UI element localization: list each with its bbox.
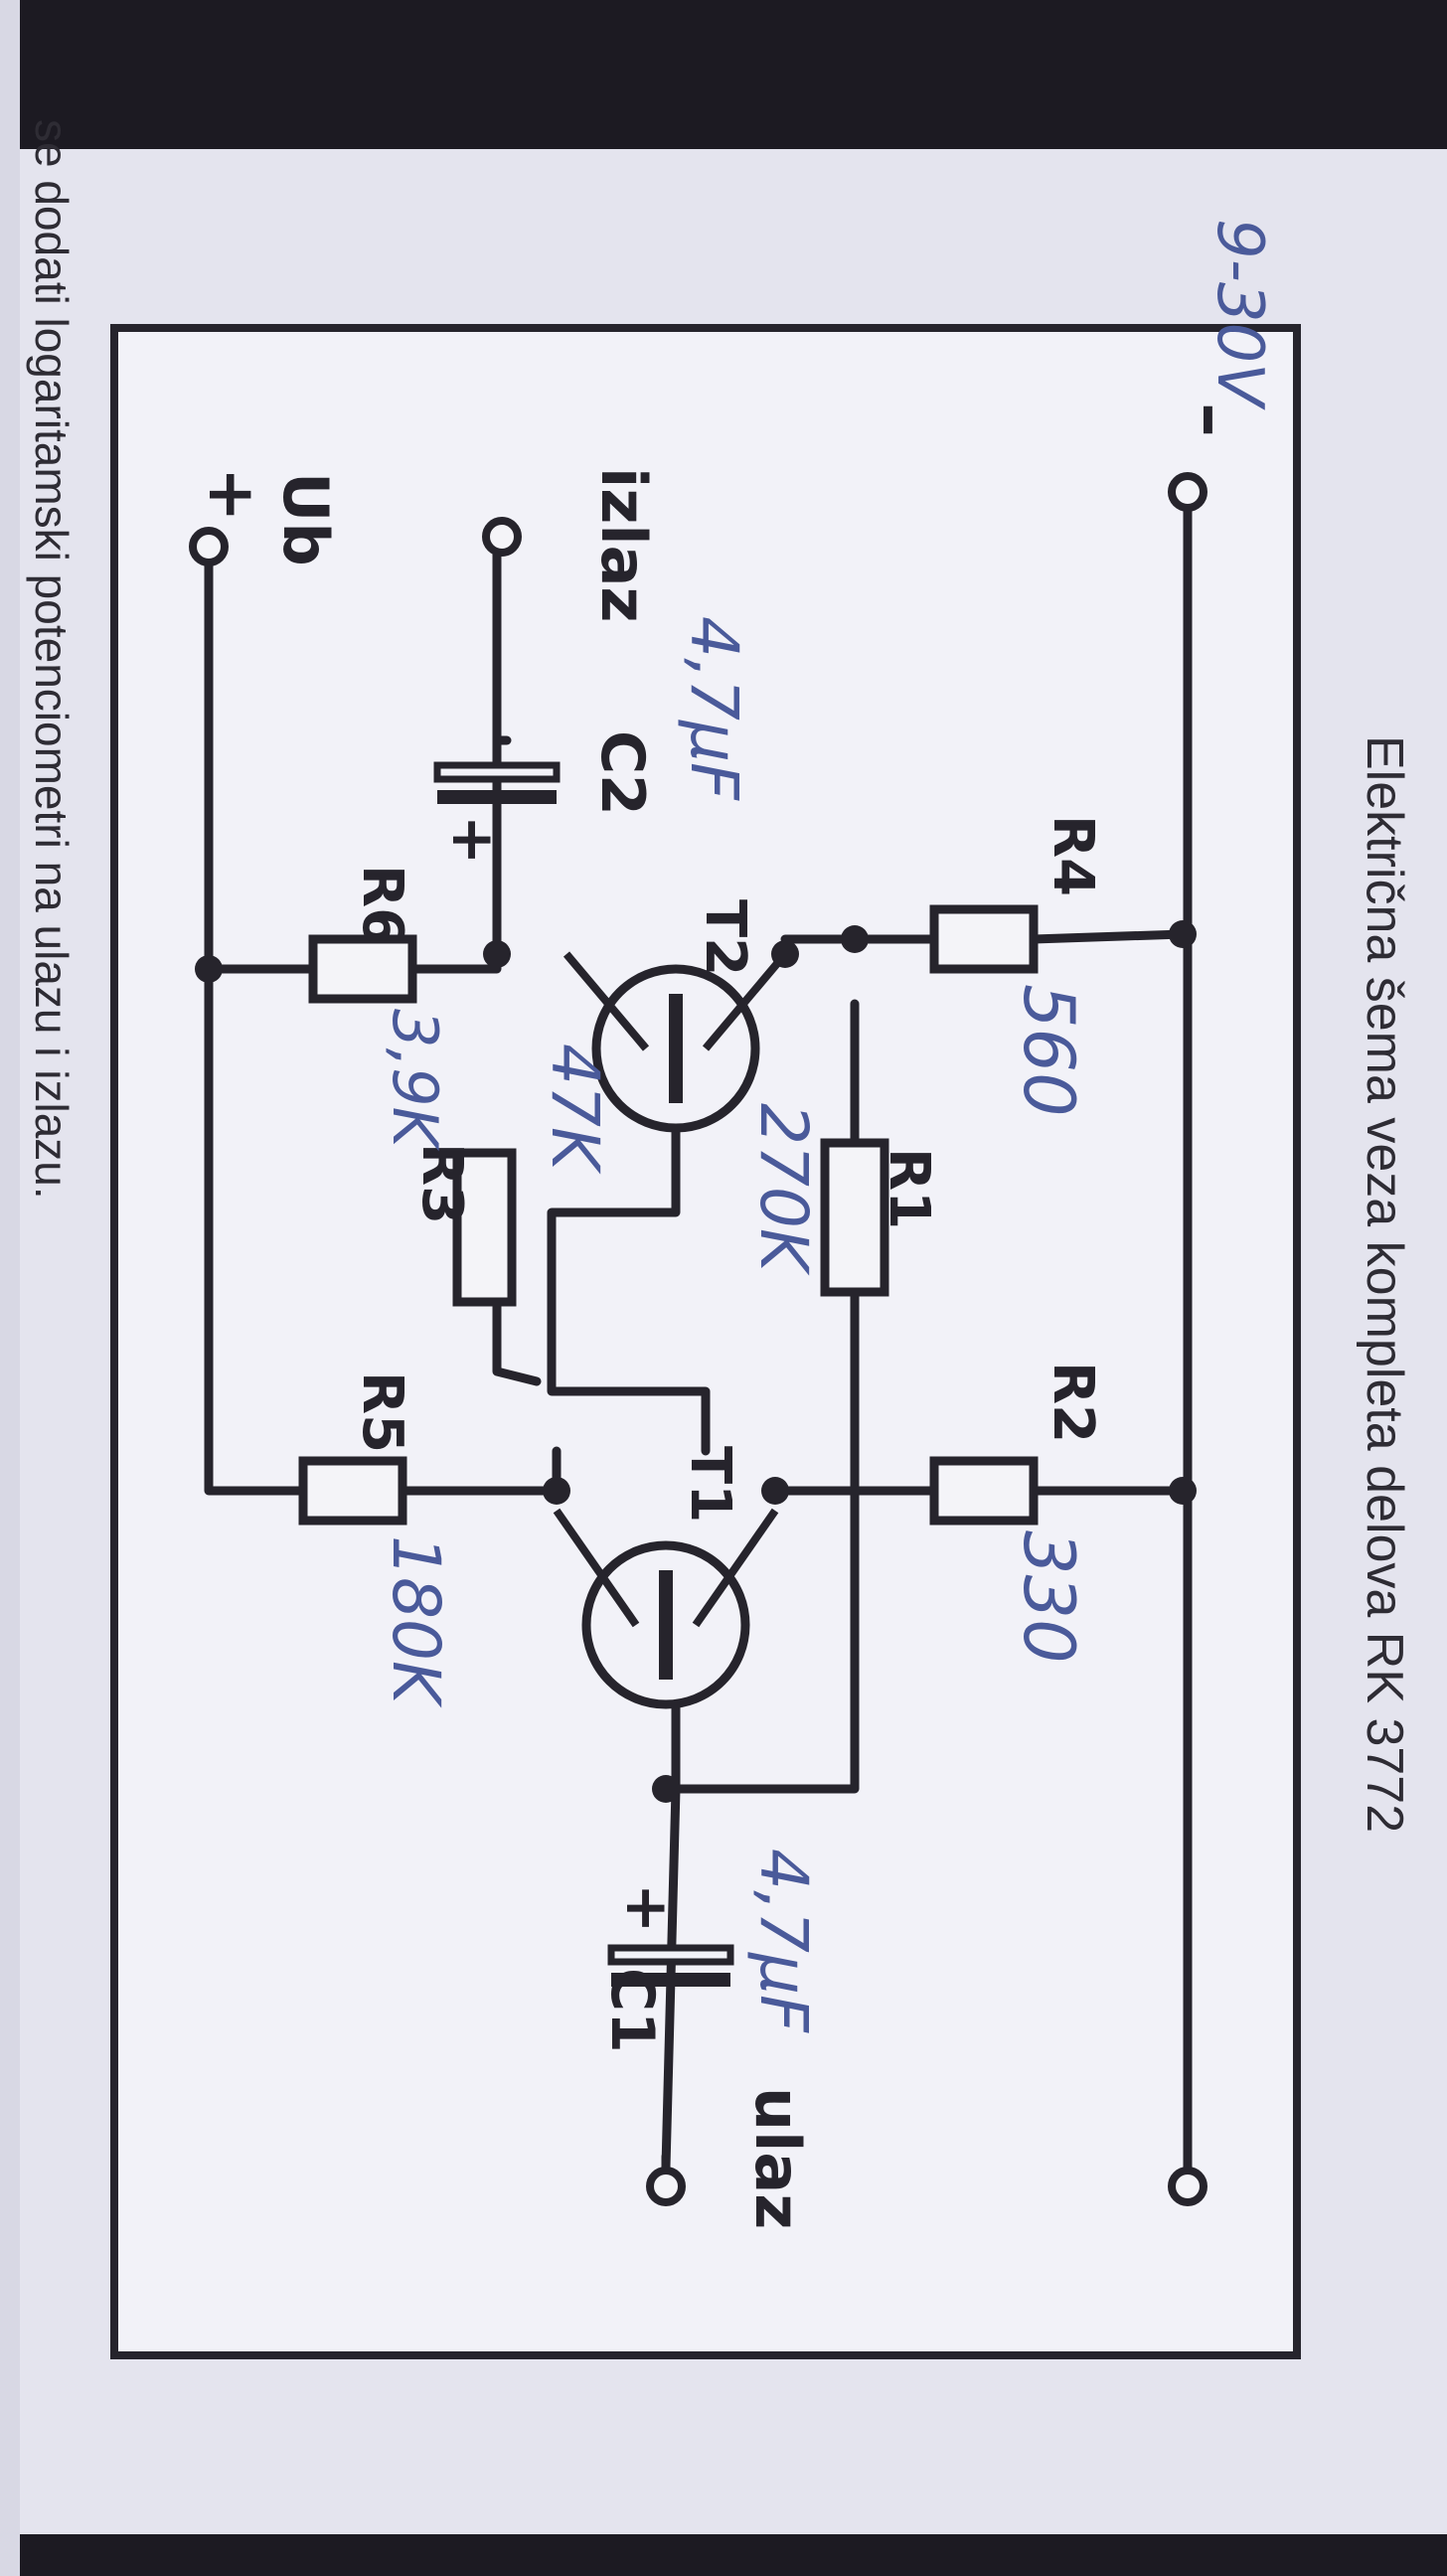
r6-body bbox=[308, 934, 417, 1004]
handwritten-r5: 180K bbox=[378, 1535, 454, 1708]
ground-input-terminal bbox=[1168, 2167, 1207, 2206]
c1-plate-solid bbox=[611, 1973, 730, 1987]
label-ub: Ub bbox=[269, 472, 342, 566]
schematic-border bbox=[110, 324, 1301, 2359]
c1-plate-open bbox=[607, 1944, 734, 1966]
label-minus: – bbox=[1172, 402, 1253, 437]
label-r1: R1 bbox=[877, 1148, 941, 1229]
label-r5: R5 bbox=[350, 1371, 414, 1453]
label-r4: R4 bbox=[1041, 815, 1105, 896]
handwritten-c1: 4,7μF bbox=[745, 1849, 822, 2033]
handwritten-r2: 330 bbox=[1008, 1530, 1089, 1664]
transistors bbox=[553, 951, 789, 1709]
handwritten-r1: 270K bbox=[745, 1103, 822, 1276]
top-text-line: se dodati logaritamski potenciometri na … bbox=[26, 119, 78, 1200]
caption: Električna šema veza kompleta delova RK … bbox=[1356, 735, 1413, 1833]
junctions bbox=[195, 920, 1197, 1803]
r3-body bbox=[452, 1148, 517, 1307]
handwritten-c2: 4,7μF bbox=[676, 616, 752, 801]
c2-plate-solid bbox=[437, 790, 557, 804]
label-t2: T2 bbox=[693, 899, 757, 976]
c2-plate-open bbox=[433, 761, 561, 783]
label-r6: R6 bbox=[350, 865, 414, 946]
label-output: izlaz bbox=[587, 467, 660, 623]
handwritten-r6: 3,9K bbox=[379, 1009, 451, 1152]
handwritten-r4: 560 bbox=[1008, 984, 1089, 1117]
capacitors bbox=[433, 761, 734, 1987]
output-terminal bbox=[482, 517, 522, 557]
r1-body bbox=[820, 1138, 889, 1297]
label-t1: T1 bbox=[678, 1446, 742, 1523]
handwritten-r3: 47K bbox=[537, 1044, 613, 1175]
label-c2: C2 bbox=[587, 730, 657, 816]
r4-body bbox=[929, 904, 1039, 974]
corner-note: 9-30V bbox=[1203, 219, 1276, 410]
label-c2-plus: + bbox=[438, 815, 508, 865]
left-paper-strip bbox=[0, 0, 20, 2576]
minus-terminal bbox=[1168, 472, 1207, 512]
label-c1: C1 bbox=[597, 1968, 667, 2053]
ub-terminal bbox=[189, 527, 229, 566]
label-r3: R3 bbox=[409, 1143, 474, 1224]
resistors bbox=[298, 904, 1039, 1526]
label-r2: R2 bbox=[1041, 1362, 1105, 1443]
label-input: ulaz bbox=[741, 2087, 814, 2229]
r5-body bbox=[298, 1456, 407, 1526]
label-c1-plus: + bbox=[612, 1883, 682, 1933]
terminals bbox=[189, 472, 1207, 2206]
r2-body bbox=[929, 1456, 1039, 1526]
label-plus: + bbox=[194, 467, 270, 522]
input-terminal bbox=[646, 2167, 686, 2206]
